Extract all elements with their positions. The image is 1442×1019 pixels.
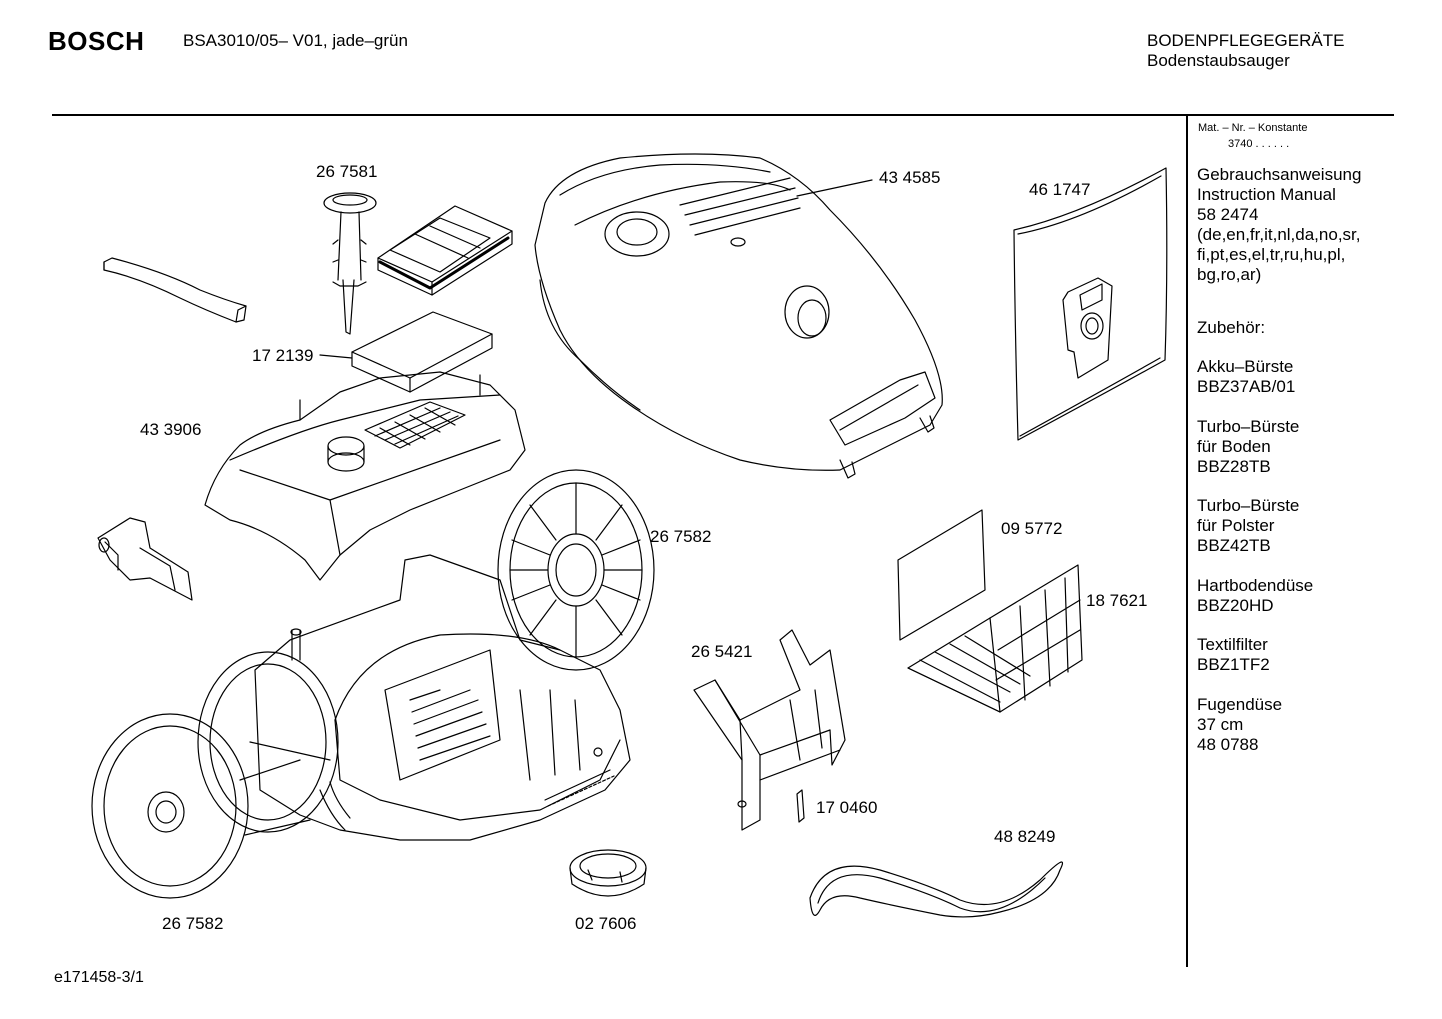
drawing-id: e171458-3/1 [54, 969, 144, 986]
manual-languages: (de,en,fr,it,nl,da,no,sr, [1197, 225, 1361, 244]
exhaust-filter-part [898, 510, 985, 640]
part-number-label: 02 7606 [575, 914, 637, 933]
part-number-label: 43 4585 [879, 168, 941, 187]
accessory-item: BBZ1TF2 [1197, 655, 1270, 674]
part-number-label: 26 7581 [316, 162, 378, 181]
manual-languages: fi,pt,es,el,tr,ru,hu,pl, [1197, 245, 1346, 264]
accessory-item: Hartbodendüse [1197, 576, 1314, 595]
dust-bag-part [1014, 168, 1167, 440]
middle-housing-part [205, 372, 525, 580]
part-number-label: 26 7582 [162, 914, 224, 933]
accessory-item: für Boden [1197, 437, 1271, 456]
part-number-label: 09 5772 [1001, 519, 1063, 538]
manual-title: Gebrauchsanweisung [1197, 165, 1362, 184]
accessories-title: Zubehör: [1197, 318, 1266, 337]
accessory-item: für Polster [1197, 516, 1275, 535]
filter-pad-part [352, 312, 492, 392]
accessory-item: BBZ37AB/01 [1197, 377, 1296, 396]
part-number-label: 46 1747 [1029, 180, 1091, 199]
model-title: BSA3010/05– V01, jade–grün [183, 31, 408, 50]
material-number-label: Mat. – Nr. – Konstante [1198, 122, 1308, 134]
leader-lines [320, 180, 872, 358]
brand-logo: BOSCH [48, 26, 145, 56]
cable-guide-part [98, 518, 192, 600]
accessory-item: BBZ42TB [1197, 536, 1271, 555]
filter-grille-part [908, 565, 1082, 712]
hose-bracket-part [694, 630, 845, 830]
manual-title-en: Instruction Manual [1197, 185, 1336, 204]
category-title: BODENPFLEGEGERÄTE [1147, 31, 1345, 50]
accessory-item: Turbo–Bürste [1197, 496, 1300, 515]
part-number-label: 26 5421 [691, 642, 753, 661]
accessory-item: Fugendüse [1197, 695, 1283, 714]
base-chassis-part [255, 555, 630, 840]
accessory-item: Textilfilter [1197, 635, 1268, 654]
front-wheel-part [92, 652, 338, 898]
top-housing-part [535, 154, 942, 478]
part-number-label: 17 2139 [252, 346, 314, 365]
manual-number: 58 2474 [1197, 205, 1259, 224]
accessory-item: Turbo–Bürste [1197, 417, 1300, 436]
part-number-label: 26 7582 [650, 527, 712, 546]
part-number-label: 43 3906 [140, 420, 202, 439]
part-number-label: 18 7621 [1086, 591, 1148, 610]
rear-wheel-part [498, 470, 654, 670]
clip-part [797, 790, 804, 822]
part-number-label: 17 0460 [816, 798, 878, 817]
accessory-item: BBZ20HD [1197, 596, 1274, 615]
part-number-label: 48 8249 [994, 827, 1056, 846]
accessory-item: Akku–Bürste [1197, 357, 1294, 376]
manual-languages: bg,ro,ar) [1197, 265, 1262, 284]
seal-strip-part [104, 258, 246, 322]
sidebar-divider [1186, 116, 1188, 967]
accessory-item: 48 0788 [1197, 735, 1259, 754]
subcategory-title: Bodenstaubsauger [1147, 51, 1290, 70]
drive-belt-part [810, 862, 1063, 917]
accessory-item: BBZ28TB [1197, 457, 1271, 476]
knob-part [324, 193, 376, 334]
header-divider [52, 114, 1394, 116]
cap-ring-part [570, 850, 646, 896]
material-number-value: 3740 . . . . . . [1228, 138, 1290, 150]
accessory-item: 37 cm [1197, 715, 1244, 734]
filter-holder-part [378, 206, 512, 295]
